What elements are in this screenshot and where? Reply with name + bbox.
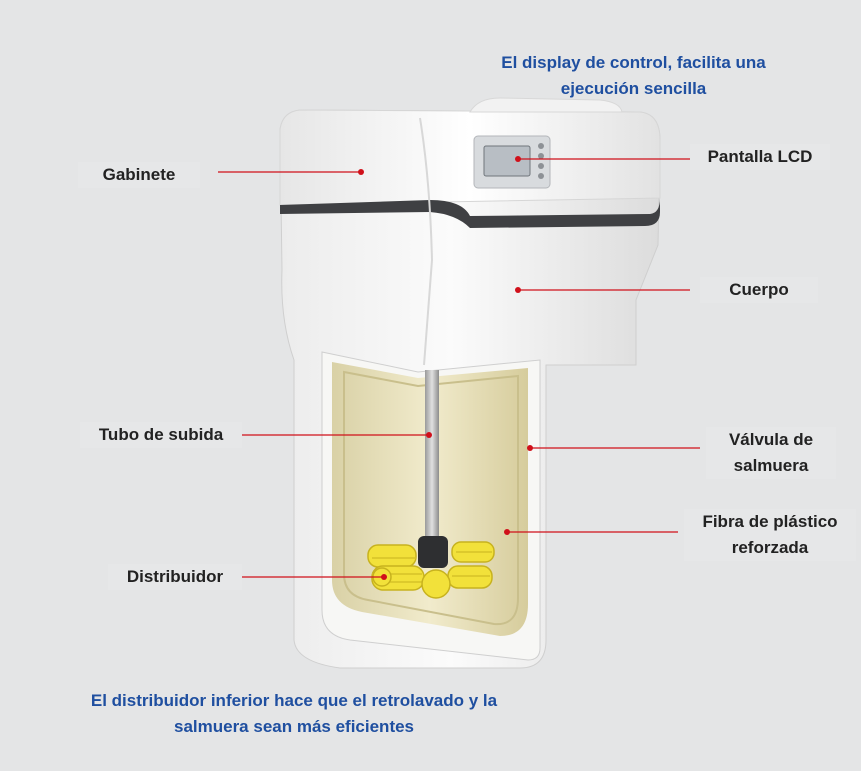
label-valvula-salmuera: Válvula de salmuera	[706, 427, 836, 479]
lcd-screen	[483, 145, 531, 177]
distributor-arm-left-back	[367, 544, 417, 568]
leader-dots	[358, 156, 533, 580]
label-distribuidor: Distribuidor	[108, 564, 242, 590]
lcd-button-3	[538, 163, 544, 169]
tank-inner-rim	[343, 370, 519, 626]
lcd-button-1	[538, 143, 544, 149]
distributor-assembly	[367, 536, 495, 599]
lid-shape	[279, 109, 661, 206]
lcd-button-4	[538, 173, 544, 179]
label-cuerpo: Cuerpo	[700, 277, 818, 303]
dot-tubo-subida	[426, 432, 432, 438]
dark-band	[280, 198, 660, 228]
dot-fibra-plastico	[504, 529, 510, 535]
dot-distribuidor	[381, 574, 387, 580]
dot-cuerpo	[515, 287, 521, 293]
lcd-button-2	[538, 153, 544, 159]
dot-pantalla-lcd	[515, 156, 521, 162]
dot-valvula-salmuera	[527, 445, 533, 451]
caption-bottom: El distribuidor inferior hace que el ret…	[90, 691, 498, 736]
label-pantalla-lcd: Pantalla LCD	[690, 144, 830, 170]
riser-tube	[425, 370, 439, 550]
label-gabinete: Gabinete	[78, 162, 200, 188]
distributor-cap	[421, 569, 451, 599]
label-fibra-plastico: Fibra de plástico reforzada	[684, 509, 856, 561]
distributor-hub	[418, 536, 448, 568]
caption-top: El display de control, facilita una ejec…	[501, 53, 766, 98]
dot-gabinete	[358, 169, 364, 175]
label-tubo-subida: Tubo de subida	[80, 422, 242, 448]
distributor-arm-right-front	[447, 565, 493, 589]
lid-top-bump	[469, 97, 623, 113]
body-seam	[419, 117, 434, 366]
leader-lines	[218, 158, 700, 578]
